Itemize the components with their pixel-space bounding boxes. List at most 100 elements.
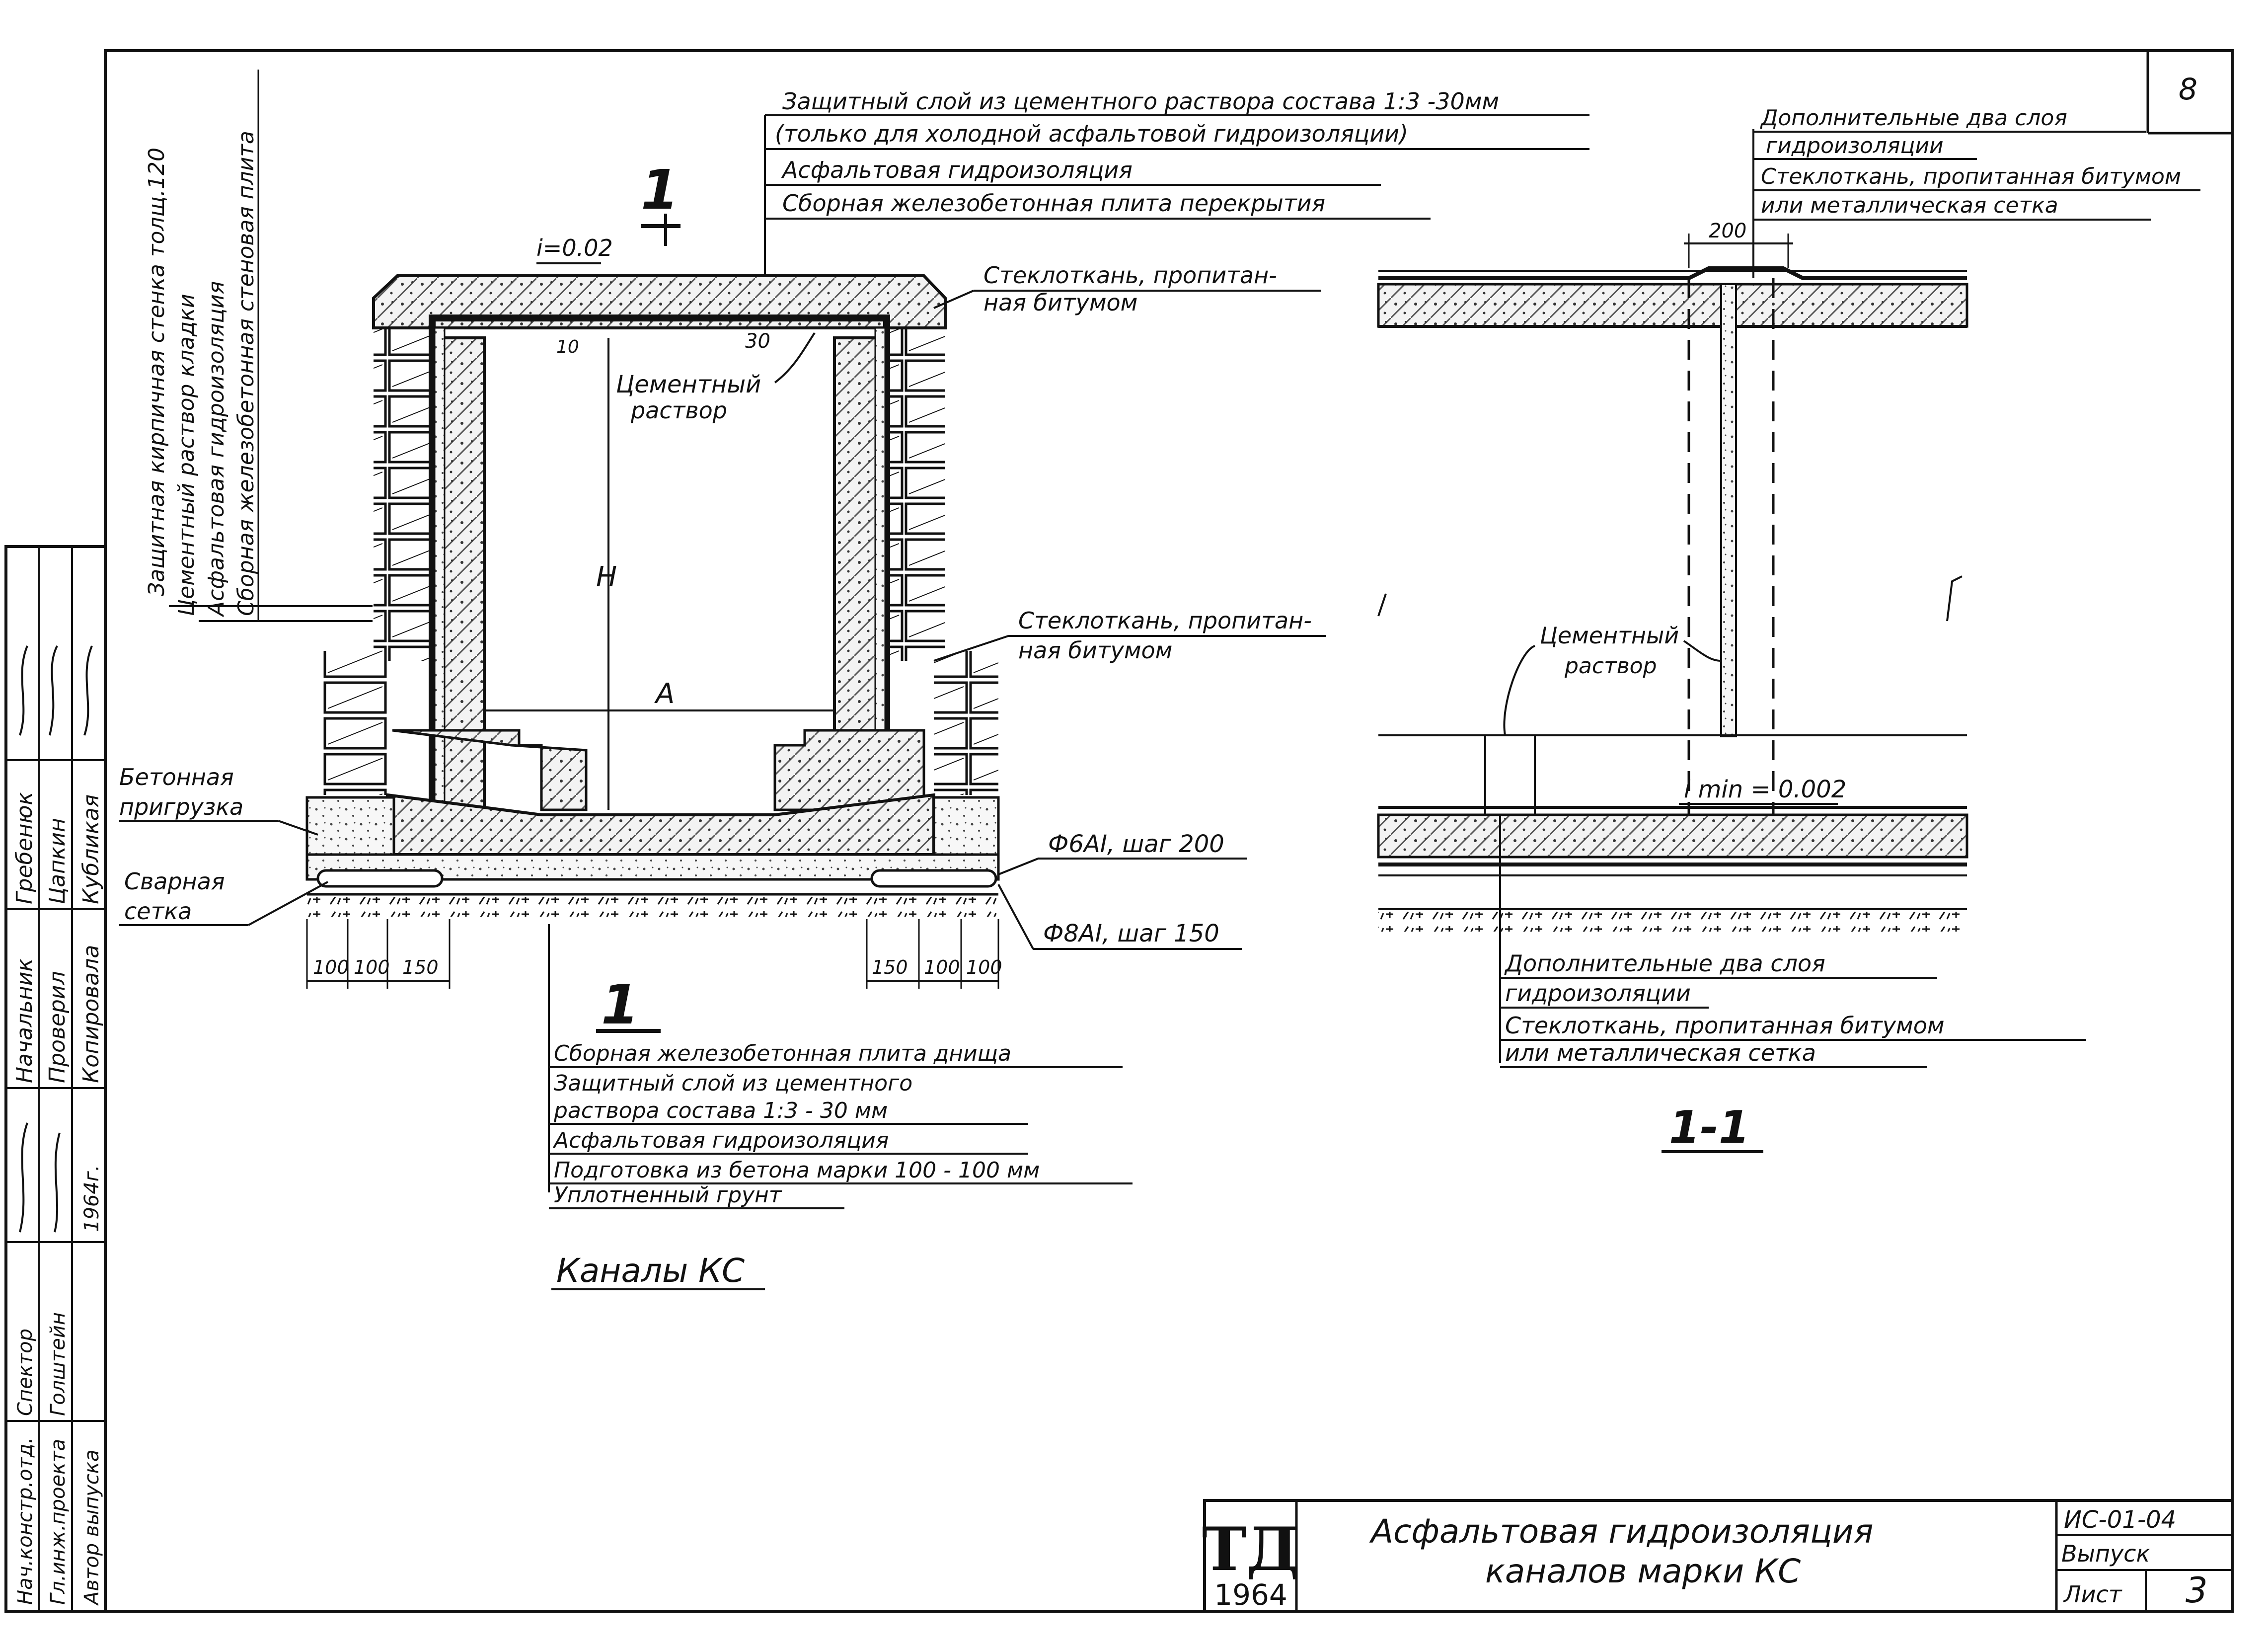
signatures [19, 645, 93, 736]
td-logo: ТД [1202, 1514, 1299, 1584]
section-mark-top: 1 [641, 158, 679, 222]
rtc-4: или металлическая сетка [1761, 193, 2058, 218]
top-callout-4: Сборная железобетонная плита перекрытия [782, 190, 1325, 217]
right-top-callouts: Дополнительные два слоя гидроизоляции Ст… [1752, 105, 2200, 278]
left-callouts: Бетонная пригрузка Сварная сетка [119, 764, 328, 926]
left-callout-2b: сетка [124, 898, 192, 925]
bottom-callouts: Сборная железобетонная плита днища Защит… [548, 924, 1133, 1209]
rtc-2: гидроизоляции [1766, 133, 1944, 158]
right-slope: i min = 0.002 [1684, 776, 1846, 803]
dim-left-2: 100 [354, 956, 390, 978]
top-callouts: Защитный слой из цементного раствора сос… [764, 88, 1589, 276]
bottom-callout-3: раствора состава 1:3 - 30 мм [553, 1098, 888, 1123]
brick-pier-right [934, 651, 998, 795]
right-callout-3: Стеклоткань, пропитан- [1018, 607, 1312, 634]
stamp-name-1: Гребенюк [12, 791, 37, 904]
brick-wall-right [887, 318, 945, 661]
stamp-role-name-1: Спектор [14, 1329, 37, 1416]
left-callout-1b: пригрузка [119, 793, 243, 820]
concrete-weight-left [305, 796, 395, 856]
dim-right-2: 100 [924, 956, 960, 978]
bottom-callout-1: Сборная железобетонная плита днища [554, 1041, 1011, 1066]
rtc-1: Дополнительные два слоя [1760, 105, 2067, 131]
title-block: ТД 1964 Асфальтовая гидроизоляция канало… [1202, 1499, 2234, 1613]
left-section: Н А 30 10 1 i=0.02 1 Защитная кирпичная … [119, 70, 1589, 1290]
dim-200: 200 [1709, 220, 1746, 242]
right-section-title: 1-1 [1669, 1101, 1750, 1154]
vcallout-2: Цементный раствор кладки [174, 294, 199, 616]
welded-mesh-left [316, 869, 444, 888]
right-callout-2: ная битумом [983, 289, 1137, 316]
dim-30: 30 [745, 330, 770, 353]
stamp-role-2: Гл.инж.проекта [47, 1439, 70, 1605]
bottom-callout-5: Подготовка из бетона марки 100 - 100 мм [554, 1158, 1040, 1183]
top-callout-1: Защитный слой из цементного раствора сос… [782, 88, 1499, 115]
stamp-label-3: Копировала [78, 945, 104, 1083]
section-mark-bottom: 1 [601, 973, 639, 1036]
rbc-1: Дополнительные два слоя [1504, 950, 1825, 977]
inner-label-2: раствор [630, 397, 727, 424]
left-callout-2a: Сварная [124, 868, 225, 895]
dim-A: А [654, 678, 675, 710]
left-callout-1a: Бетонная [119, 764, 234, 790]
stamp-year: 1964г. [80, 1165, 103, 1232]
slope-label: i=0.02 [536, 235, 613, 261]
right-callouts: Стеклоткань, пропитан- ная битумом Стекл… [933, 262, 1326, 664]
logo-year: 1964 [1214, 1578, 1287, 1612]
right-inner-label-1: Цементный [1540, 622, 1679, 649]
compacted-soil [307, 897, 998, 917]
dim-left-3: 150 [402, 956, 439, 978]
right-callout-1: Стеклоткань, пропитан- [983, 262, 1277, 289]
title-line-1: Асфальтовая гидроизоляция [1369, 1512, 1874, 1551]
stamp-role-1: Нач.констр.отд. [14, 1437, 37, 1605]
brick-wall-left [374, 318, 432, 661]
side-stamp: Начальник Проверил Копировала Гребенюк Ц… [4, 545, 107, 1613]
vertical-callouts: Защитная кирпичная стенка толщ.120 Цемен… [144, 70, 373, 622]
sheet-label: Лист [2063, 1581, 2122, 1608]
concrete-weight-right [932, 796, 1000, 856]
waterproof-contour [429, 314, 890, 810]
right-callout-4: ная битумом [1018, 637, 1172, 664]
vcallout-1: Защитная кирпичная стенка толщ.120 [144, 148, 169, 596]
corner-number: 8 [2179, 72, 2197, 107]
dim-right-3: 100 [966, 956, 1002, 978]
slab-1-1-bottom [1377, 813, 1968, 859]
stamp-name-3: Кубликая [78, 794, 104, 904]
dim-right-1: 150 [872, 956, 908, 978]
rbc-4: или металлическая сетка [1505, 1039, 1816, 1066]
rbc-2: гидроизоляции [1505, 980, 1691, 1007]
brick-pier-left [323, 651, 387, 795]
top-callout-3: Асфальтовая гидроизоляция [781, 157, 1133, 183]
vcallout-4: Сборная железобетонная стеновая плита [233, 131, 259, 616]
left-section-title: Каналы КС [556, 1252, 745, 1290]
rtc-3: Стеклоткань, пропитанная битумом [1761, 164, 2181, 189]
inner-label-1: Цементный [616, 371, 761, 398]
stamp-role-3: Автор выпуска [80, 1450, 103, 1606]
rbc-3: Стеклоткань, пропитанная битумом [1505, 1012, 1945, 1039]
stamp-label-1: Начальник [12, 958, 37, 1083]
stamp-label-2: Проверил [45, 971, 70, 1083]
stamp-name-2: Цапкин [45, 818, 70, 904]
joint-mortar [1720, 283, 1737, 737]
vcallout-3: Асфальтовая гидроизоляция [204, 281, 229, 618]
dim-left-1: 100 [313, 956, 349, 978]
wall-panel-left [438, 336, 486, 816]
rebar-label-2: Ф8АI, шаг 150 [1043, 920, 1219, 947]
bottom-callout-4: Асфальтовая гидроизоляция [552, 1128, 889, 1153]
top-callout-2: (только для холодной асфальтовой гидроиз… [775, 120, 1408, 147]
bottom-callout-6: Уплотненный грунт [554, 1182, 782, 1208]
right-inner-label-2: раствор [1564, 653, 1657, 679]
sheet-code: ИС-01-04 [2064, 1506, 2176, 1534]
slab-1-1-top [1377, 283, 1968, 328]
bottom-callout-2: Защитный слой из цементного [554, 1071, 912, 1096]
title-line-2: каналов марки КС [1485, 1552, 1801, 1590]
dim-10: 10 [556, 337, 579, 357]
bottom-dimensions: 100 100 150 150 100 100 [306, 919, 1002, 989]
sheet-value: 3 [2186, 1570, 2208, 1611]
welded-mesh-right [870, 869, 997, 888]
dim-H: Н [596, 561, 617, 593]
stamp-role-name-2: Голштейн [47, 1312, 70, 1416]
right-bottom-callouts: Дополнительные два слоя гидроизоляции Ст… [1499, 815, 2086, 1068]
issue-label: Выпуск [2061, 1540, 2150, 1567]
